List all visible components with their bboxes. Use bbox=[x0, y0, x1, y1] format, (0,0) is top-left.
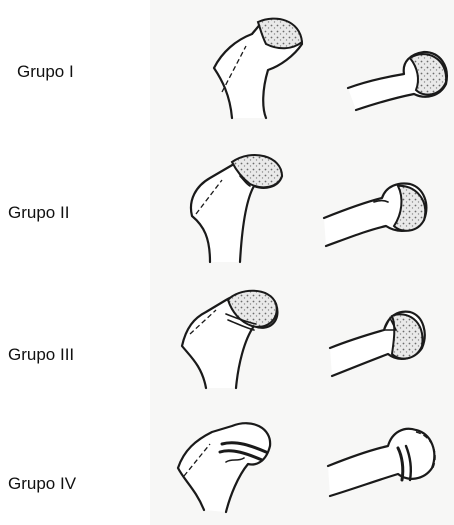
femur-illustration bbox=[0, 0, 454, 525]
